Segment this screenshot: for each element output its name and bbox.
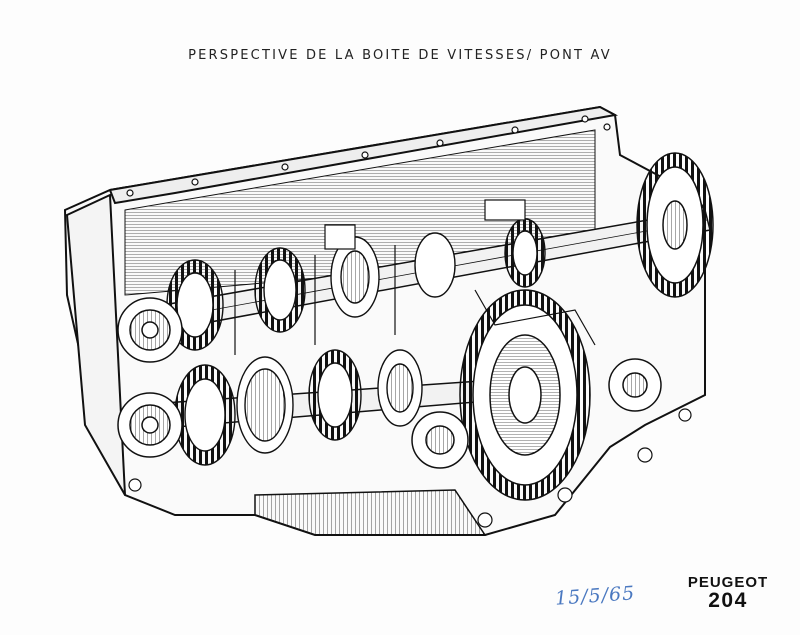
ring-gear-differential: [411, 289, 662, 501]
upper-gear-cluster: [166, 218, 546, 351]
handwritten-date: 15/5/65: [554, 582, 636, 610]
lower-gear-cluster: [174, 349, 423, 466]
casing-bolts: [128, 408, 692, 528]
model-number: 204: [708, 589, 748, 612]
brand-logo: PEUGEOT 204: [678, 574, 778, 613]
brand-name: PEUGEOT: [687, 574, 769, 591]
flange-bolt-holes: [126, 115, 611, 197]
document-title: PERSPECTIVE DE LA BOITE DE VITESSES/ PON…: [188, 48, 612, 63]
selector-linkage: [234, 199, 596, 355]
left-end-bearings: [117, 297, 183, 458]
gearbox-cutaway-illustration: [63, 105, 714, 536]
right-end-gear: [636, 152, 714, 298]
